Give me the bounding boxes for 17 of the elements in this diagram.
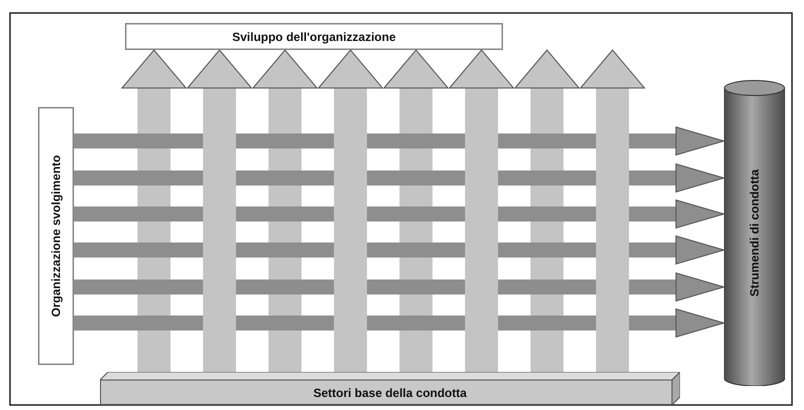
block-arrow <box>252 50 318 372</box>
block-arrow <box>74 200 724 228</box>
node-label: Strumendi di condotta <box>748 169 762 297</box>
block-arrow <box>74 308 724 338</box>
block-arrow <box>318 50 383 372</box>
block-arrow <box>514 50 580 372</box>
node-label: Sviluppo dell'organizzazione <box>232 30 396 44</box>
block-arrow <box>74 126 724 156</box>
block-arrow <box>449 50 514 372</box>
block-arrow <box>74 164 724 192</box>
block-arrow <box>122 50 186 372</box>
node-label: Organizzazione svolgimento <box>49 154 63 318</box>
block-arrow <box>74 236 724 264</box>
block-arrow <box>187 50 252 372</box>
block-arrow <box>384 50 448 372</box>
node-label: Settori base della condotta <box>313 386 467 400</box>
block-arrow <box>74 272 724 302</box>
